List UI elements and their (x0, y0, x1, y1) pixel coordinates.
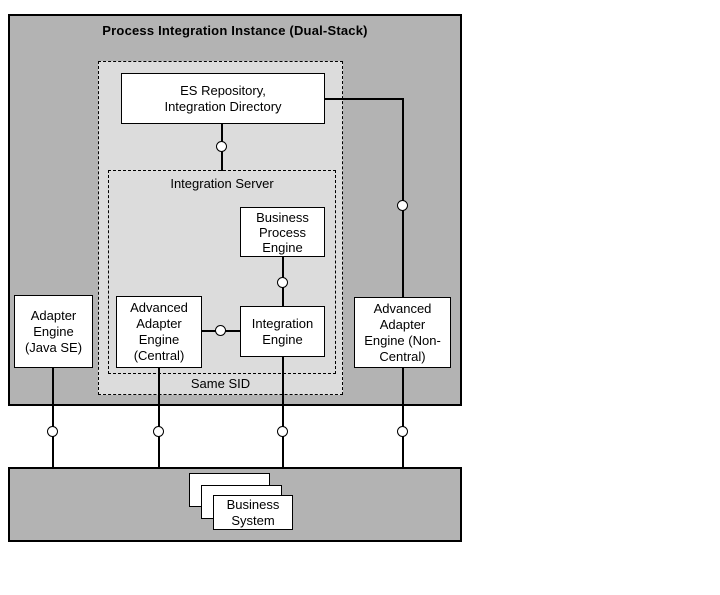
node-integration-engine: Integration Engine (240, 306, 325, 357)
connector-line-right-vertical (402, 98, 404, 297)
connector-dot-icon (153, 426, 164, 437)
same-sid-label: Same SID (190, 376, 251, 391)
connector-dot-icon (397, 426, 408, 437)
connector-dot-icon (216, 141, 227, 152)
node-business-system: Business System (213, 495, 293, 530)
integration-server-label: Integration Server (170, 176, 274, 191)
node-advanced-adapter-engine-central: Advanced Adapter Engine (Central) (116, 296, 202, 368)
pi-instance-title: Process Integration Instance (Dual-Stack… (102, 23, 368, 38)
connector-dot-icon (215, 325, 226, 336)
connector-dot-icon (47, 426, 58, 437)
connector-line-ie-to-business-system (282, 356, 284, 467)
node-es-repository-integration-directory: ES Repository, Integration Directory (121, 73, 325, 124)
connector-dot-icon (397, 200, 408, 211)
connector-line-es-to-right (325, 98, 403, 100)
connector-line-javase-to-business-system (52, 368, 54, 467)
connector-dot-icon (277, 277, 288, 288)
node-business-process-engine: Business Process Engine (240, 207, 325, 257)
connector-line-aaenc-to-business-system (402, 368, 404, 467)
node-advanced-adapter-engine-non-central: Advanced Adapter Engine (Non- Central) (354, 297, 451, 368)
node-adapter-engine-java-se: Adapter Engine (Java SE) (14, 295, 93, 368)
connector-line-aaec-to-business-system (158, 367, 160, 467)
connector-dot-icon (277, 426, 288, 437)
